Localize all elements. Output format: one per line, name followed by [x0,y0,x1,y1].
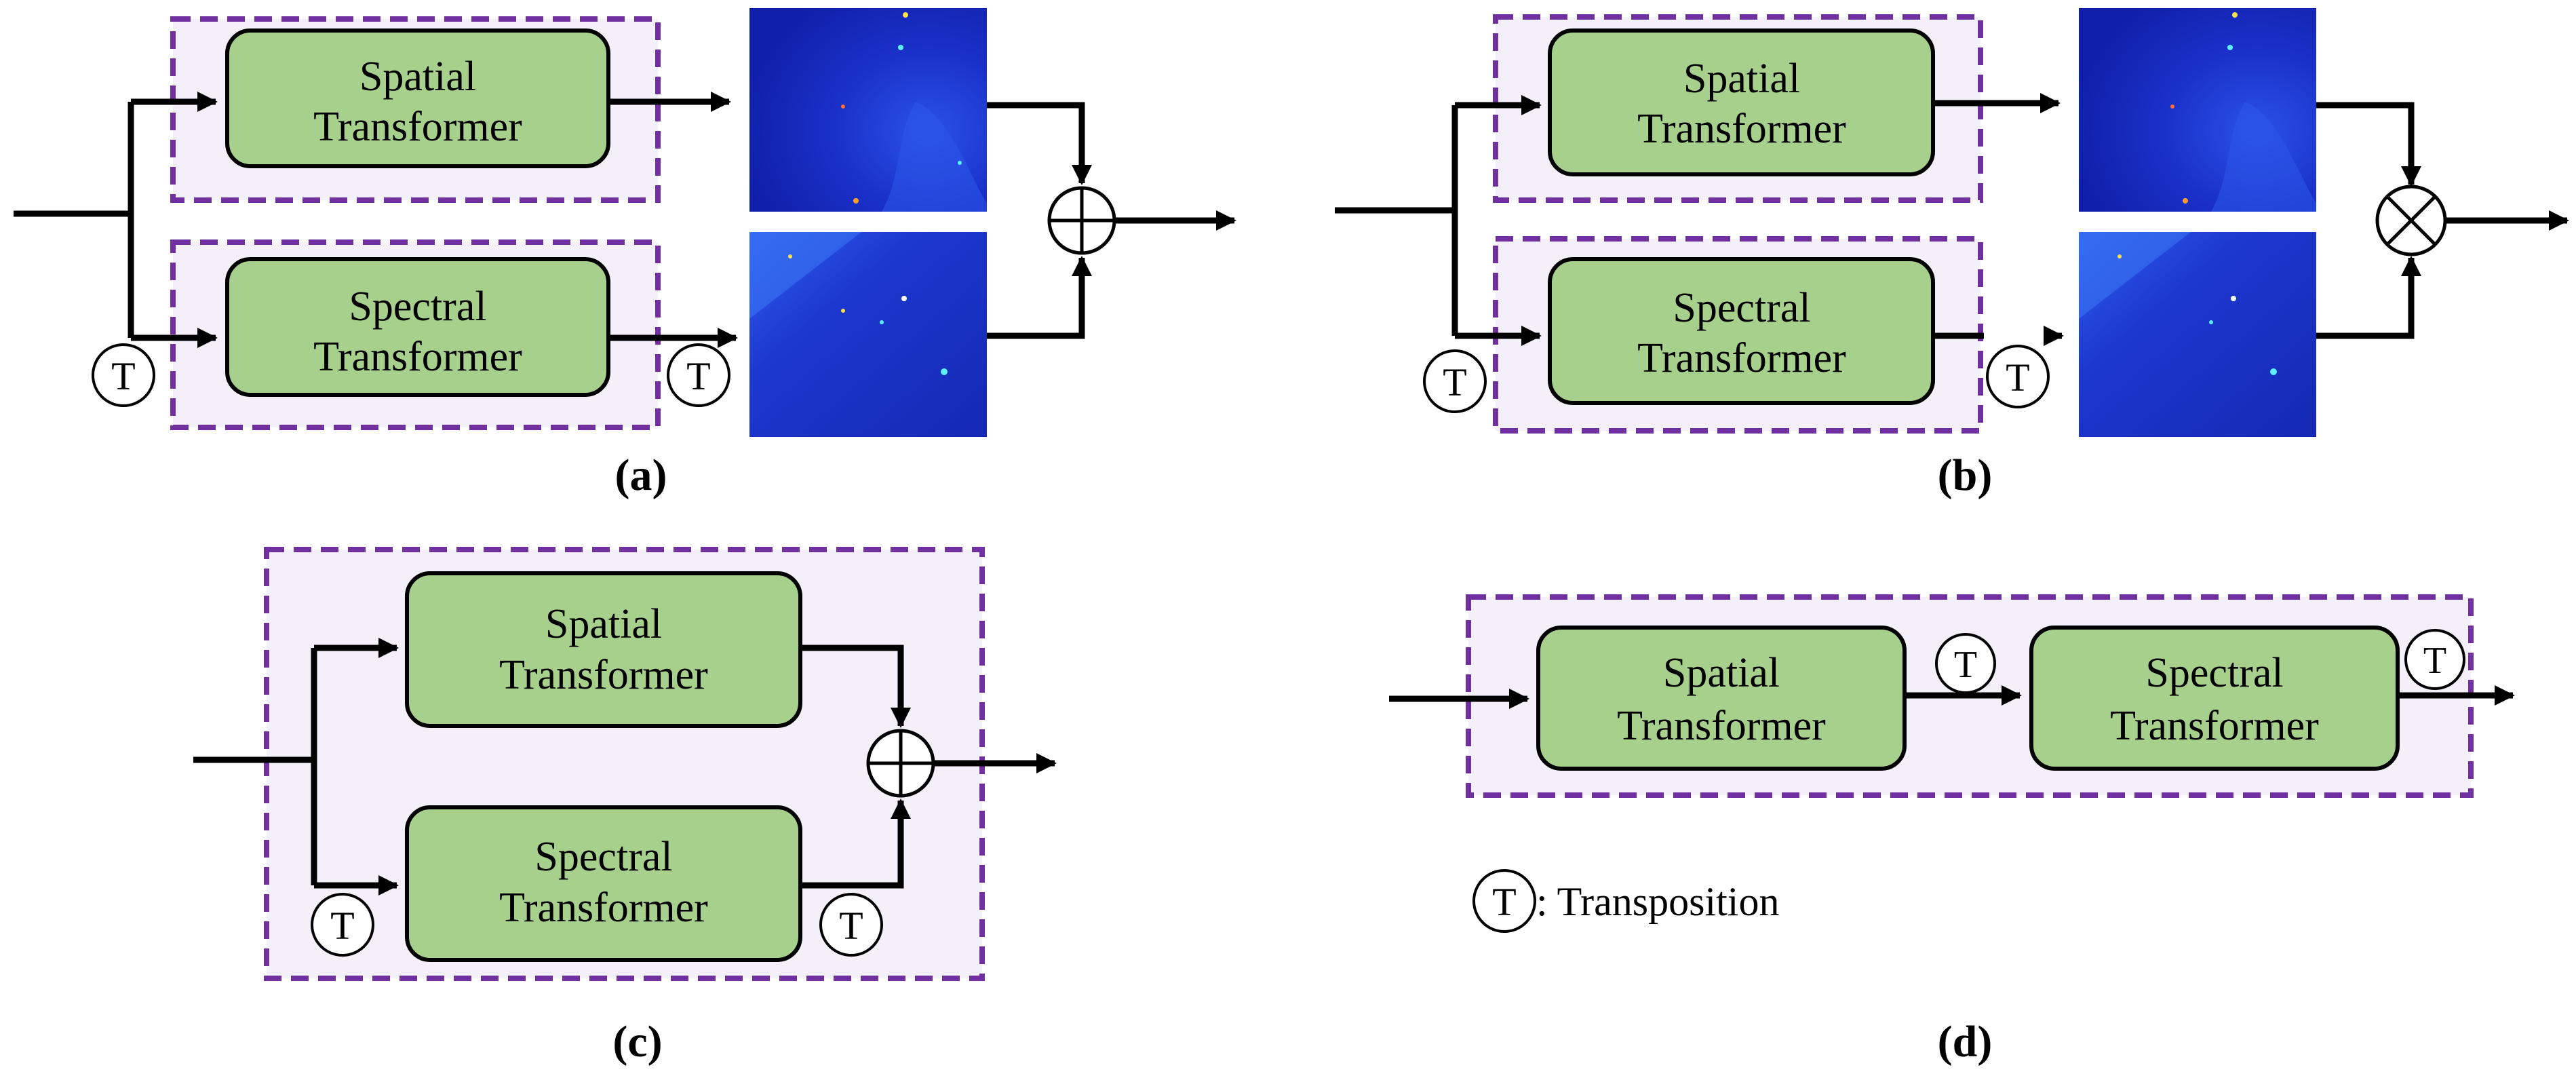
spatial-transformer-block-a: Spatial Transformer [225,28,610,168]
transpose-marker-b-input: T [1423,349,1487,413]
svg-text:Spectral: Spectral [534,834,672,880]
svg-text:Transformer: Transformer [1637,106,1846,152]
svg-text:Transformer: Transformer [499,652,708,698]
legend-transpose-icon [1472,869,1536,933]
transpose-marker-c-input: T [311,893,374,957]
legend-transposition: T : Transposition [1472,869,1779,933]
heatmap-spectral-a [749,232,987,437]
spectral-transformer-block-d: Spectral Transformer [2029,626,2400,771]
svg-text:Spatial: Spatial [1683,56,1800,102]
transpose-marker-b-output: T [1986,345,2050,408]
transpose-marker-d-output: T [2404,629,2465,690]
caption-b: (b) [1938,450,1993,500]
heatmap-spectral-b [2079,232,2316,437]
connector-lines-d [1389,685,2515,709]
spectral-label-line1: Spectral [349,284,486,330]
add-operator-c [866,729,935,798]
panel-d: Spatial Transformer Spectral Transformer… [1389,594,2515,1067]
panel-b: Spatial Transformer Spectral Transformer… [1335,8,2569,500]
svg-text:Spectral: Spectral [2145,650,2283,696]
svg-text:Spatial: Spatial [1663,650,1780,696]
connector-lines-b [1335,93,2569,346]
svg-text:T: T [2423,640,2446,682]
svg-text:T: T [1443,360,1466,404]
panel-a: Spatial Transformer Spectral Transformer… [14,8,1236,500]
caption-a: (a) [615,450,667,500]
spatial-transformer-block-c: Spatial Transformer [405,571,802,728]
svg-text:T: T [1954,644,1977,686]
svg-text:T: T [2006,356,2029,400]
panel-c: Spatial Transformer Spectral Transformer… [193,547,1057,1067]
svg-text:Spectral: Spectral [1673,285,1810,331]
transpose-marker-c-output: T [819,893,883,957]
spatial-transformer-block-d: Spatial Transformer [1536,626,1907,771]
spectral-transformer-block-c: Spectral Transformer [405,805,802,962]
caption-c: (c) [612,1017,662,1067]
svg-text:T: T [839,904,863,948]
multiply-operator-b [2375,185,2447,256]
spectral-transformer-block-a: Spectral Transformer [225,257,610,397]
svg-text:T: T [111,354,135,398]
caption-d: (d) [1938,1017,1993,1067]
svg-text:Transformer: Transformer [1617,703,1826,749]
transpose-marker-d-middle: T [1935,633,1996,694]
add-operator-a [1047,186,1116,255]
svg-text:Transformer: Transformer [1637,335,1846,381]
transpose-marker-a-input: T [92,343,155,407]
svg-text:Transformer: Transformer [2110,703,2319,749]
transpose-marker-a-output: T [667,343,730,407]
spatial-transformer-block-b: Spatial Transformer [1548,28,1935,176]
svg-text:Transformer: Transformer [499,885,708,931]
legend-symbol: T [1492,880,1516,924]
heatmap-spatial-b [2079,8,2316,212]
legend-text: : Transposition [1536,879,1779,924]
svg-text:T: T [686,354,710,398]
svg-text:Spatial: Spatial [545,601,662,647]
svg-text:T: T [330,904,354,948]
connector-lines-c [193,638,1057,896]
spatial-label-line1: Spatial [359,54,476,100]
heatmap-spatial-a [749,8,987,212]
spectral-transformer-block-b: Spectral Transformer [1548,257,1935,405]
spectral-label-line2: Transformer [313,334,522,380]
connector-lines-a [14,92,1236,348]
spatial-label-line2: Transformer [313,104,522,150]
